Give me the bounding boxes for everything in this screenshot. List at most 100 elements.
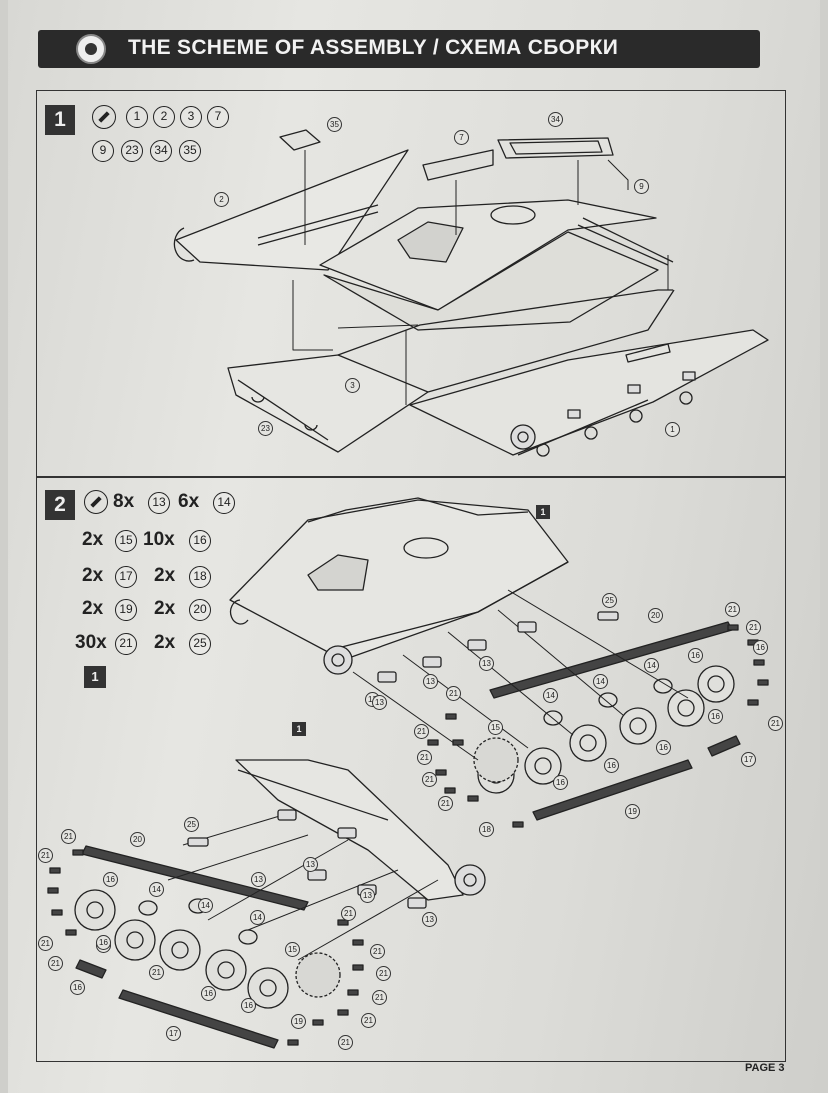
step2-lower-drawing [47, 759, 486, 1049]
part-callout: 13 [251, 872, 266, 887]
star-emblem-icon [76, 34, 106, 64]
part-callout: 14 [543, 688, 558, 703]
part-circle: 14 [213, 492, 235, 514]
part-callout: 1 [665, 422, 680, 437]
part-callout: 15 [285, 942, 300, 957]
part-callout: 14 [250, 910, 265, 925]
quantity-label: 8x [113, 491, 135, 512]
quantity-label: 2x [82, 565, 104, 586]
assembly-drawings [47, 129, 769, 1049]
part-callout: 21 [417, 750, 432, 765]
part-callout: 21 [48, 956, 63, 971]
part-callout: 21 [61, 829, 76, 844]
part-callout: 16 [241, 998, 256, 1013]
part-callout: 16 [553, 775, 568, 790]
part-circle: 7 [207, 106, 229, 128]
part-callout: 16 [688, 648, 703, 663]
part-callout: 21 [376, 966, 391, 981]
part-callout: 16 [604, 758, 619, 773]
page-title: THE SCHEME OF ASSEMBLY / СХЕМА СБОРКИ [128, 36, 619, 59]
subassembly-ref-box: 1 [84, 666, 106, 688]
part-callout: 13 [303, 857, 318, 872]
part-callout: 13 [479, 656, 494, 671]
part-circle: 9 [92, 140, 114, 162]
part-callout: 14 [593, 674, 608, 689]
part-callout: 21 [414, 724, 429, 739]
part-callout: 14 [198, 898, 213, 913]
part-circle: 3 [180, 106, 202, 128]
part-callout: 20 [648, 608, 663, 623]
part-callout: 21 [38, 848, 53, 863]
part-callout: 3 [345, 378, 360, 393]
instruction-sheet: THE SCHEME OF ASSEMBLY / СХЕМА СБОРКИ 1 … [8, 0, 820, 1093]
part-callout: 21 [338, 1035, 353, 1050]
part-callout: 21 [372, 990, 387, 1005]
part-circle: 21 [115, 633, 137, 655]
part-callout: 16 [201, 986, 216, 1001]
part-circle: 25 [189, 633, 211, 655]
part-circle: 18 [189, 566, 211, 588]
part-circle: 16 [189, 530, 211, 552]
title-bar: THE SCHEME OF ASSEMBLY / СХЕМА СБОРКИ [38, 30, 760, 68]
part-callout: 14 [644, 658, 659, 673]
part-callout: 35 [327, 117, 342, 132]
part-callout: 21 [768, 716, 783, 731]
step-divider [36, 476, 786, 478]
part-callout: 21 [438, 796, 453, 811]
quantity-label: 2x [154, 598, 176, 619]
part-circle: 15 [115, 530, 137, 552]
quantity-label: 10x [143, 529, 175, 550]
hull-top-drawing [173, 129, 769, 457]
part-circle: 17 [115, 566, 137, 588]
part-callout: 13 [360, 888, 375, 903]
part-callout: 21 [370, 944, 385, 959]
part-callout: 17 [741, 752, 756, 767]
quantity-label: 2x [154, 565, 176, 586]
step-1-number: 1 [45, 105, 75, 135]
subassembly-ref-box: 1 [536, 505, 550, 519]
part-callout: 21 [446, 686, 461, 701]
part-callout: 14 [149, 882, 164, 897]
quantity-label: 2x [82, 598, 104, 619]
part-callout: 21 [725, 602, 740, 617]
part-callout: 16 [70, 980, 85, 995]
part-callout: 19 [625, 804, 640, 819]
part-callout: 21 [361, 1013, 376, 1028]
page-number: PAGE 3 [745, 1062, 785, 1074]
quantity-label: 30x [75, 632, 107, 653]
step2-upper-drawing [229, 497, 769, 828]
part-callout: 20 [130, 832, 145, 847]
part-callout: 2 [214, 192, 229, 207]
part-callout: 21 [38, 936, 53, 951]
quantity-label: 2x [82, 529, 104, 550]
part-callout: 16 [708, 709, 723, 724]
step-2-number: 2 [45, 490, 75, 520]
part-circle: 2 [153, 106, 175, 128]
part-callout: 21 [746, 620, 761, 635]
part-callout: 21 [341, 906, 356, 921]
part-callout: 16 [103, 872, 118, 887]
part-callout: 25 [602, 593, 617, 608]
part-callout: 18 [479, 822, 494, 837]
part-callout: 16 [753, 640, 768, 655]
quantity-label: 6x [178, 491, 200, 512]
part-callout: 16 [96, 935, 111, 950]
part-callout: 17 [166, 1026, 181, 1041]
part-callout: 21 [149, 965, 164, 980]
part-callout: 34 [548, 112, 563, 127]
part-callout: 25 [184, 817, 199, 832]
part-circle: 23 [121, 140, 143, 162]
part-callout: 21 [422, 772, 437, 787]
subassembly-ref-box: 1 [292, 722, 306, 736]
part-callout: 9 [634, 179, 649, 194]
part-callout: 15 [488, 720, 503, 735]
part-callout: 13 [422, 912, 437, 927]
glue-tube-icon [92, 105, 116, 129]
glue-tube-icon [84, 490, 108, 514]
assembly-frame [36, 90, 786, 1062]
quantity-label: 2x [154, 632, 176, 653]
part-circle: 13 [148, 492, 170, 514]
part-circle: 35 [179, 140, 201, 162]
part-callout: 19 [291, 1014, 306, 1029]
part-circle: 19 [115, 599, 137, 621]
